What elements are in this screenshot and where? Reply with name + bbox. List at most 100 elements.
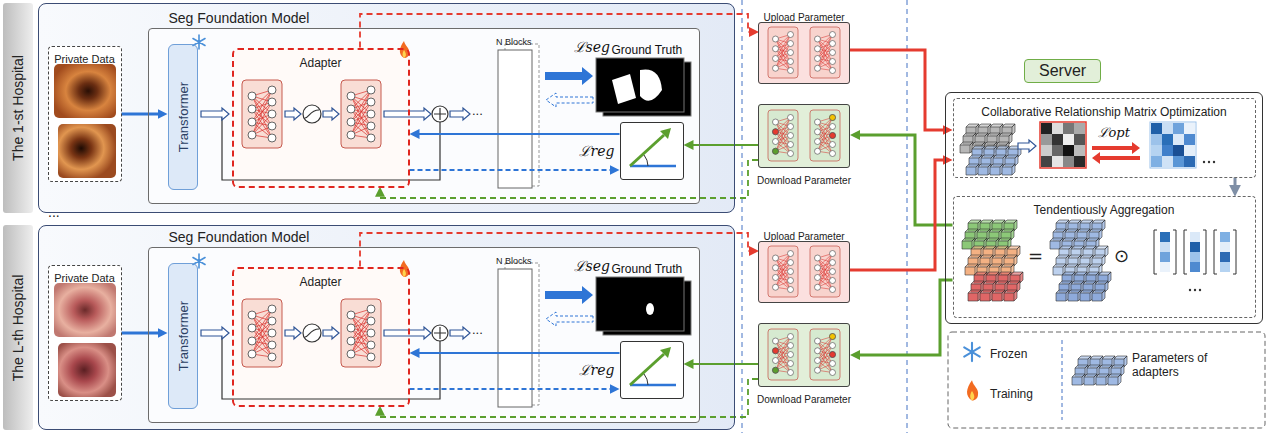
shape-rect — [1160, 262, 1170, 272]
shape-rect — [1040, 122, 1086, 168]
shape-rect — [1063, 123, 1074, 134]
shape-g — [1203, 161, 1215, 163]
shape-path — [1154, 230, 1236, 274]
connector — [410, 169, 614, 171]
text-holder: Upload Parameter — [763, 226, 844, 244]
text-holder: Tendentiously Aggregation — [1034, 200, 1175, 218]
shape-use — [1050, 220, 1105, 249]
node-title: Download Parameter — [757, 394, 851, 406]
node-title: The L-th Hospital — [10, 274, 26, 381]
gt-box: ℒsegGround Truth — [572, 38, 692, 118]
text-holder: Download Parameter — [757, 170, 851, 188]
connector — [122, 113, 162, 116]
node-title: Server — [1039, 62, 1086, 80]
shape-rect — [1220, 232, 1230, 242]
shape-rect — [1063, 156, 1074, 167]
priv-box: Private Data — [48, 265, 122, 401]
shape-rect — [1074, 123, 1085, 134]
shape-rect — [1173, 145, 1184, 156]
shape-rect — [1173, 156, 1184, 167]
legend-item: Frozen — [990, 344, 1027, 362]
text-holder: Adapter — [299, 272, 341, 290]
node-title: Adapter — [299, 276, 341, 290]
shape-rect — [1052, 145, 1063, 156]
relationship-matrix — [1040, 122, 1086, 168]
connector — [690, 363, 759, 365]
connector — [416, 352, 620, 354]
label-holder: N Blocks — [496, 250, 532, 268]
shape-use — [966, 146, 1021, 175]
text-holder: Private Data — [54, 268, 115, 286]
shape-rect — [1074, 156, 1085, 167]
connector — [1234, 178, 1237, 190]
connector — [856, 280, 953, 355]
shape-rect — [1162, 123, 1173, 134]
shape-rect — [1162, 134, 1173, 145]
shape-path — [1092, 152, 1140, 164]
shape-circle — [1203, 161, 1205, 163]
shape-rect — [1063, 134, 1074, 145]
node-text: ℒopt — [1098, 126, 1130, 141]
shape-rect — [3, 225, 33, 430]
node-title: Transformer — [177, 300, 192, 370]
connector — [850, 160, 947, 270]
shape-rect — [953, 98, 1256, 178]
node-title: ℒreg — [579, 143, 615, 159]
node-title: The 1-st Hospital — [10, 55, 26, 161]
shape-rect — [1160, 252, 1170, 262]
shape-rect — [1074, 145, 1085, 156]
text-holder: The 1-st Hospital — [9, 55, 27, 161]
lreg-box: ℒreg — [620, 122, 684, 180]
shape-rect — [1190, 262, 1200, 272]
text-holder: Transformer — [174, 81, 192, 151]
shape-rect — [48, 46, 122, 182]
shape-rect — [1151, 145, 1162, 156]
shape-rect — [58, 124, 116, 178]
shape-rect — [1052, 134, 1063, 145]
shape-rect — [1162, 156, 1173, 167]
shape-rect — [1184, 123, 1195, 134]
trans-box: Transformer — [168, 263, 198, 409]
node-title: Private Data — [54, 53, 115, 66]
shape-use — [1072, 356, 1127, 385]
up-box: Upload Parameter — [758, 22, 850, 84]
label-holder: ... — [48, 203, 60, 221]
shape-use — [1053, 246, 1108, 275]
shape-rect — [58, 343, 116, 397]
shape-rect — [1220, 262, 1230, 272]
shape-rect — [1184, 134, 1195, 145]
diagram-label: = — [1028, 246, 1043, 267]
shape-circle — [1208, 161, 1210, 163]
server-box: ServerCollaborative Relationship Matrix … — [945, 92, 1263, 324]
connector — [690, 144, 759, 146]
shape-rect — [1041, 156, 1052, 167]
node-title: Private Data — [54, 272, 115, 285]
seg-box: Seg Foundation ModelTransformerAdapterℒs… — [148, 28, 700, 204]
diagram-label: ... — [472, 323, 483, 338]
node-title: Upload Parameter — [763, 12, 844, 24]
node-title: Upload Parameter — [763, 231, 844, 243]
text-holder: The L-th Hospital — [9, 274, 27, 381]
shape-line — [1062, 340, 1063, 420]
seg-box: Seg Foundation ModelTransformerAdapterℒs… — [148, 247, 700, 423]
text-holder: ℒseg — [574, 38, 610, 56]
shape-rect — [1173, 123, 1184, 134]
connector — [380, 379, 758, 417]
gt-box: ℒsegGround Truth — [572, 257, 692, 337]
shape-rect — [953, 196, 1256, 318]
shape-rect — [1162, 145, 1173, 156]
diagram-label: ... — [48, 204, 60, 220]
collab-box: Collaborative Relationship Matrix Optimi… — [953, 98, 1256, 178]
up-box: Upload Parameter — [758, 241, 850, 303]
shape-rect — [1160, 232, 1170, 242]
connector — [122, 332, 162, 335]
shape-ellipse — [646, 303, 654, 315]
shape-path — [640, 69, 662, 100]
shape-use — [1056, 272, 1111, 301]
shape-rect — [54, 64, 116, 118]
shape-rect — [1220, 252, 1230, 262]
adapter-box: Adapter — [232, 267, 410, 407]
connector — [360, 233, 753, 267]
connector — [360, 14, 753, 48]
